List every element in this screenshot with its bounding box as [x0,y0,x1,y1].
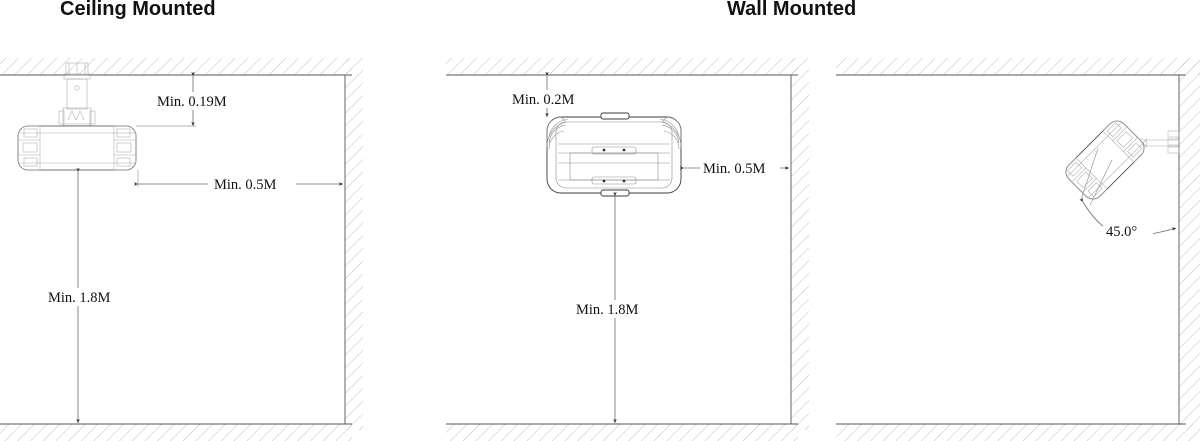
dimension-ceiling-clearance-1: Min. 0.19M [136,71,242,127]
wall-structure-3 [1178,58,1200,430]
panel-wall-mounted-front: Min. 0.2M Min. 0.5M Min. 1.8M [446,58,809,441]
device-right-fins-2 [659,116,682,150]
device-wall-unit-angled [1065,120,1145,200]
floor-structure [0,423,352,441]
dimension-floor-height-2: Min. 1.8M [572,191,660,424]
dimension-ceiling-clearance-2: Min. 0.2M [508,71,592,118]
dimension-label-wall-clearance-2: Min. 0.5M [703,161,766,177]
device-left-fins-3 [1065,157,1108,200]
device-left-fins [17,125,41,171]
device-left-fins-2 [546,116,569,150]
wall-structure [344,58,363,430]
device-wall-unit-front [546,112,682,197]
dimension-label-floor-height-2: Min. 1.8M [576,302,639,318]
dimension-wall-clearance-1: Min. 0.5M [133,170,344,193]
ceiling-structure-3 [836,58,1200,76]
device-right-fins [113,125,137,171]
dimension-label-floor-height-1: Min. 1.8M [48,290,111,306]
page-title-ceiling-mounted: Ceiling Mounted [60,0,216,20]
ceiling-structure [0,58,352,76]
dimension-label-tilt-angle-3: 45.0° [1106,224,1137,240]
device-ceiling-unit [17,125,137,171]
floor-structure-3 [836,423,1200,441]
dimension-wall-clearance-2: Min. 0.5M [679,159,790,177]
panel-wall-mounted-angled: 45.0° [836,58,1200,441]
angle-leader-lines-3 [1080,147,1113,206]
wall-structure-2 [790,58,809,430]
floor-structure-2 [446,423,798,441]
dimension-label-ceiling-clearance-1: Min. 0.19M [157,94,227,110]
dimension-label-wall-clearance-1: Min. 0.5M [214,177,277,193]
ceiling-structure-2 [446,58,798,76]
device-right-fins-3 [1102,120,1145,163]
dimension-label-ceiling-clearance-2: Min. 0.2M [512,92,575,108]
dimension-floor-height-1: Min. 1.8M [44,167,132,424]
dimension-tilt-angle-3: 45.0° [1079,197,1177,240]
panel-ceiling-mounted: Min. 0.19M Min. 0.5M Min. 1.8M [0,58,363,441]
page-title-wall-mounted: Wall Mounted [727,0,857,20]
